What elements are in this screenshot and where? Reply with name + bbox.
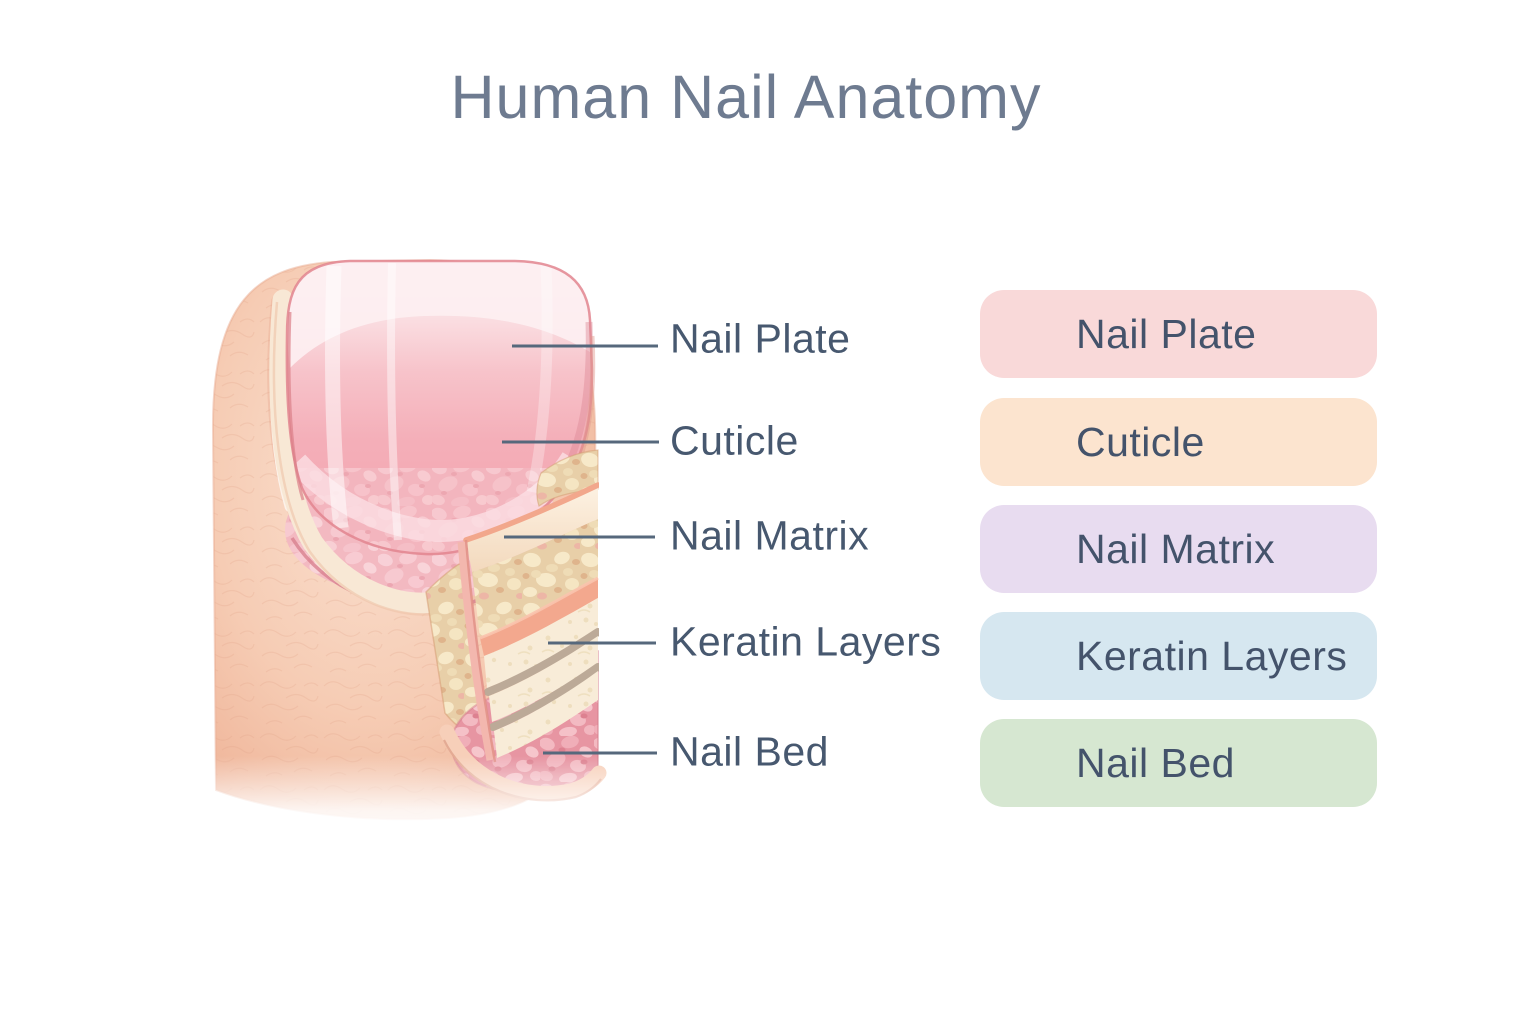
salmon-band	[480, 578, 598, 656]
flap-rim	[466, 485, 598, 572]
page-title: Human Nail Anatomy	[450, 63, 1042, 131]
legend-badge-nail-plate: Nail Plate	[980, 290, 1377, 378]
diagram-label-cuticle: Cuticle	[670, 417, 799, 464]
bottom-fade	[190, 756, 620, 846]
nail-fold-groove	[269, 289, 449, 616]
diagram-label-nail-bed: Nail Bed	[670, 728, 829, 775]
legend-badge-label: Nail Matrix	[1076, 525, 1276, 572]
legend-badge-keratin-layers: Keratin Layers	[980, 612, 1377, 700]
legend-badge-cuticle: Cuticle	[980, 398, 1377, 486]
legend-badge-label: Nail Plate	[1076, 310, 1257, 357]
matrix-wedge	[536, 449, 599, 507]
legend-badge-label: Keratin Layers	[1076, 632, 1348, 679]
legend-badge-label: Nail Bed	[1076, 739, 1235, 786]
keratin-layer-2	[489, 636, 598, 722]
keratin-layer-1	[484, 598, 598, 688]
keratin-layer-3	[494, 671, 598, 758]
cutaway-flap	[450, 449, 599, 793]
diagram-label-nail-matrix: Nail Matrix	[670, 512, 870, 559]
diagram-label-nail-plate: Nail Plate	[670, 315, 851, 362]
diagram-label-keratin-layers: Keratin Layers	[670, 618, 942, 665]
matrix-layer	[472, 519, 598, 638]
legend-badge-nail-matrix: Nail Matrix	[980, 505, 1377, 593]
leader-lines	[502, 344, 659, 755]
legend-badge-label: Cuticle	[1076, 418, 1205, 465]
legend-badge-nail-bed: Nail Bed	[980, 719, 1377, 807]
